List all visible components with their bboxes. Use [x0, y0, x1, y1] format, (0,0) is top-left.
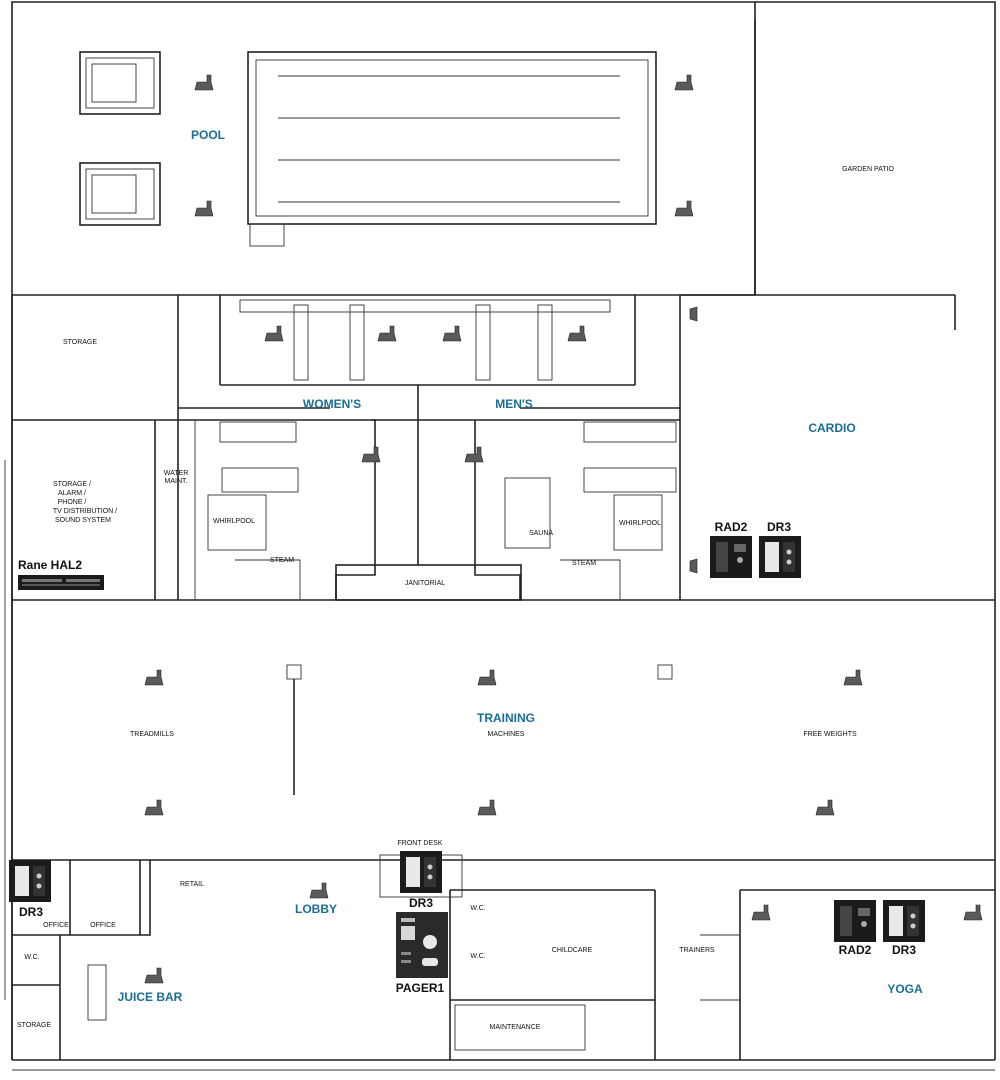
- speakers: [144, 74, 983, 984]
- wall-controller-icon[interactable]: [400, 851, 442, 893]
- room-label-maintenance: MAINTENANCE: [490, 1024, 541, 1031]
- speaker-icon: [144, 669, 164, 686]
- speaker-icon: [264, 325, 284, 342]
- speaker-icon: [567, 325, 587, 342]
- speaker-icon: [194, 200, 214, 217]
- zone-label-yoga: YOGA: [887, 982, 923, 996]
- wall-controller-icon[interactable]: [710, 536, 752, 578]
- speaker-icon: [843, 669, 863, 686]
- room-label-storage-systems-1: STORAGE /: [53, 481, 91, 488]
- device-label-dr3-office: DR3: [19, 905, 43, 919]
- device-label-rane-hal2: Rane HAL2: [18, 558, 82, 572]
- room-label-wc-1: W.C.: [470, 905, 485, 912]
- wall-controller-icon[interactable]: [883, 900, 925, 942]
- lower-rooms: [12, 854, 995, 1060]
- room-label-childcare: CHILDCARE: [552, 947, 593, 954]
- speaker-icon: [689, 558, 698, 574]
- speaker-icon: [674, 74, 694, 91]
- room-label-trainers: TRAINERS: [679, 947, 715, 954]
- paging-station-icon[interactable]: [396, 912, 448, 978]
- speaker-icon: [477, 669, 497, 686]
- wall-controller-icon[interactable]: [9, 860, 51, 902]
- zone-label-mens: MEN'S: [495, 397, 533, 411]
- wall-controller-icon[interactable]: [834, 900, 876, 942]
- zone-label-womens: WOMEN'S: [303, 397, 361, 411]
- room-label-water-maint-2: MAINT.: [165, 478, 188, 485]
- room-label-storage-systems-4: TV DISTRIBUTION /: [53, 508, 117, 515]
- room-label-storage-systems-3: PHONE /: [58, 499, 87, 506]
- speaker-icon: [689, 306, 698, 322]
- training-divider: [286, 664, 673, 795]
- room-label-steam-right: STEAM: [572, 560, 596, 567]
- speaker-icon: [309, 882, 329, 899]
- device-label-rad2-yoga: RAD2: [839, 943, 872, 957]
- zone-label-training: TRAINING: [477, 711, 535, 725]
- room-label-storage-top: STORAGE: [63, 339, 97, 346]
- device-label-dr3-front-desk: DR3: [409, 896, 433, 910]
- room-label-office-1: OFFICE: [43, 922, 69, 929]
- room-label-machines: MACHINES: [488, 731, 525, 738]
- room-label-steam-left: STEAM: [270, 557, 294, 564]
- wall-controller-icon[interactable]: [759, 536, 801, 578]
- device-label-dr3-yoga: DR3: [892, 943, 916, 957]
- speaker-icon: [144, 799, 164, 816]
- zone-label-juice-bar: JUICE BAR: [118, 990, 183, 1004]
- speaker-icon: [815, 799, 835, 816]
- room-label-wc-2: W.C.: [470, 953, 485, 960]
- zone-label-pool: POOL: [191, 128, 225, 142]
- device-label-pager1: PAGER1: [396, 981, 445, 995]
- room-label-whirlpool-left: WHIRLPOOL: [213, 518, 255, 525]
- speaker-icon: [194, 74, 214, 91]
- speaker-icon: [751, 904, 771, 921]
- speaker-icon: [442, 325, 462, 342]
- speaker-icon: [144, 967, 164, 984]
- locker-rooms: [177, 295, 680, 601]
- room-label-wc-left: W.C.: [24, 954, 39, 961]
- room-label-storage-systems-5: SOUND SYSTEM: [55, 517, 111, 524]
- room-label-front-desk: FRONT DESK: [398, 840, 443, 847]
- zone-label-lobby: LOBBY: [295, 902, 337, 916]
- room-label-treadmills: TREADMILLS: [130, 731, 174, 738]
- room-label-janitorial: JANITORIAL: [405, 580, 445, 587]
- room-label-sauna: SAUNA: [529, 530, 553, 537]
- speaker-icon: [674, 200, 694, 217]
- speaker-icon: [477, 799, 497, 816]
- speaker-icon: [361, 446, 381, 463]
- room-label-water-maint-1: WATER: [164, 470, 189, 477]
- room-label-garden-patio: GARDEN PATIO: [842, 166, 894, 173]
- rack-processor-icon: [18, 575, 104, 590]
- device-label-rad2-cardio: RAD2: [715, 520, 748, 534]
- storage-rooms: [154, 420, 179, 600]
- room-label-office-2: OFFICE: [90, 922, 116, 929]
- room-label-whirlpool-right: WHIRLPOOL: [619, 520, 661, 527]
- room-label-storage-systems-2: ALARM /: [58, 490, 86, 497]
- speaker-icon: [464, 446, 484, 463]
- speaker-icon: [377, 325, 397, 342]
- room-label-storage-bottom: STORAGE: [17, 1022, 51, 1029]
- speaker-icon: [963, 904, 983, 921]
- room-label-free-weights: FREE WEIGHTS: [803, 731, 857, 738]
- room-label-retail: RETAIL: [180, 881, 204, 888]
- zone-label-cardio: CARDIO: [808, 421, 855, 435]
- pool-area: [79, 51, 657, 247]
- device-label-dr3-cardio: DR3: [767, 520, 791, 534]
